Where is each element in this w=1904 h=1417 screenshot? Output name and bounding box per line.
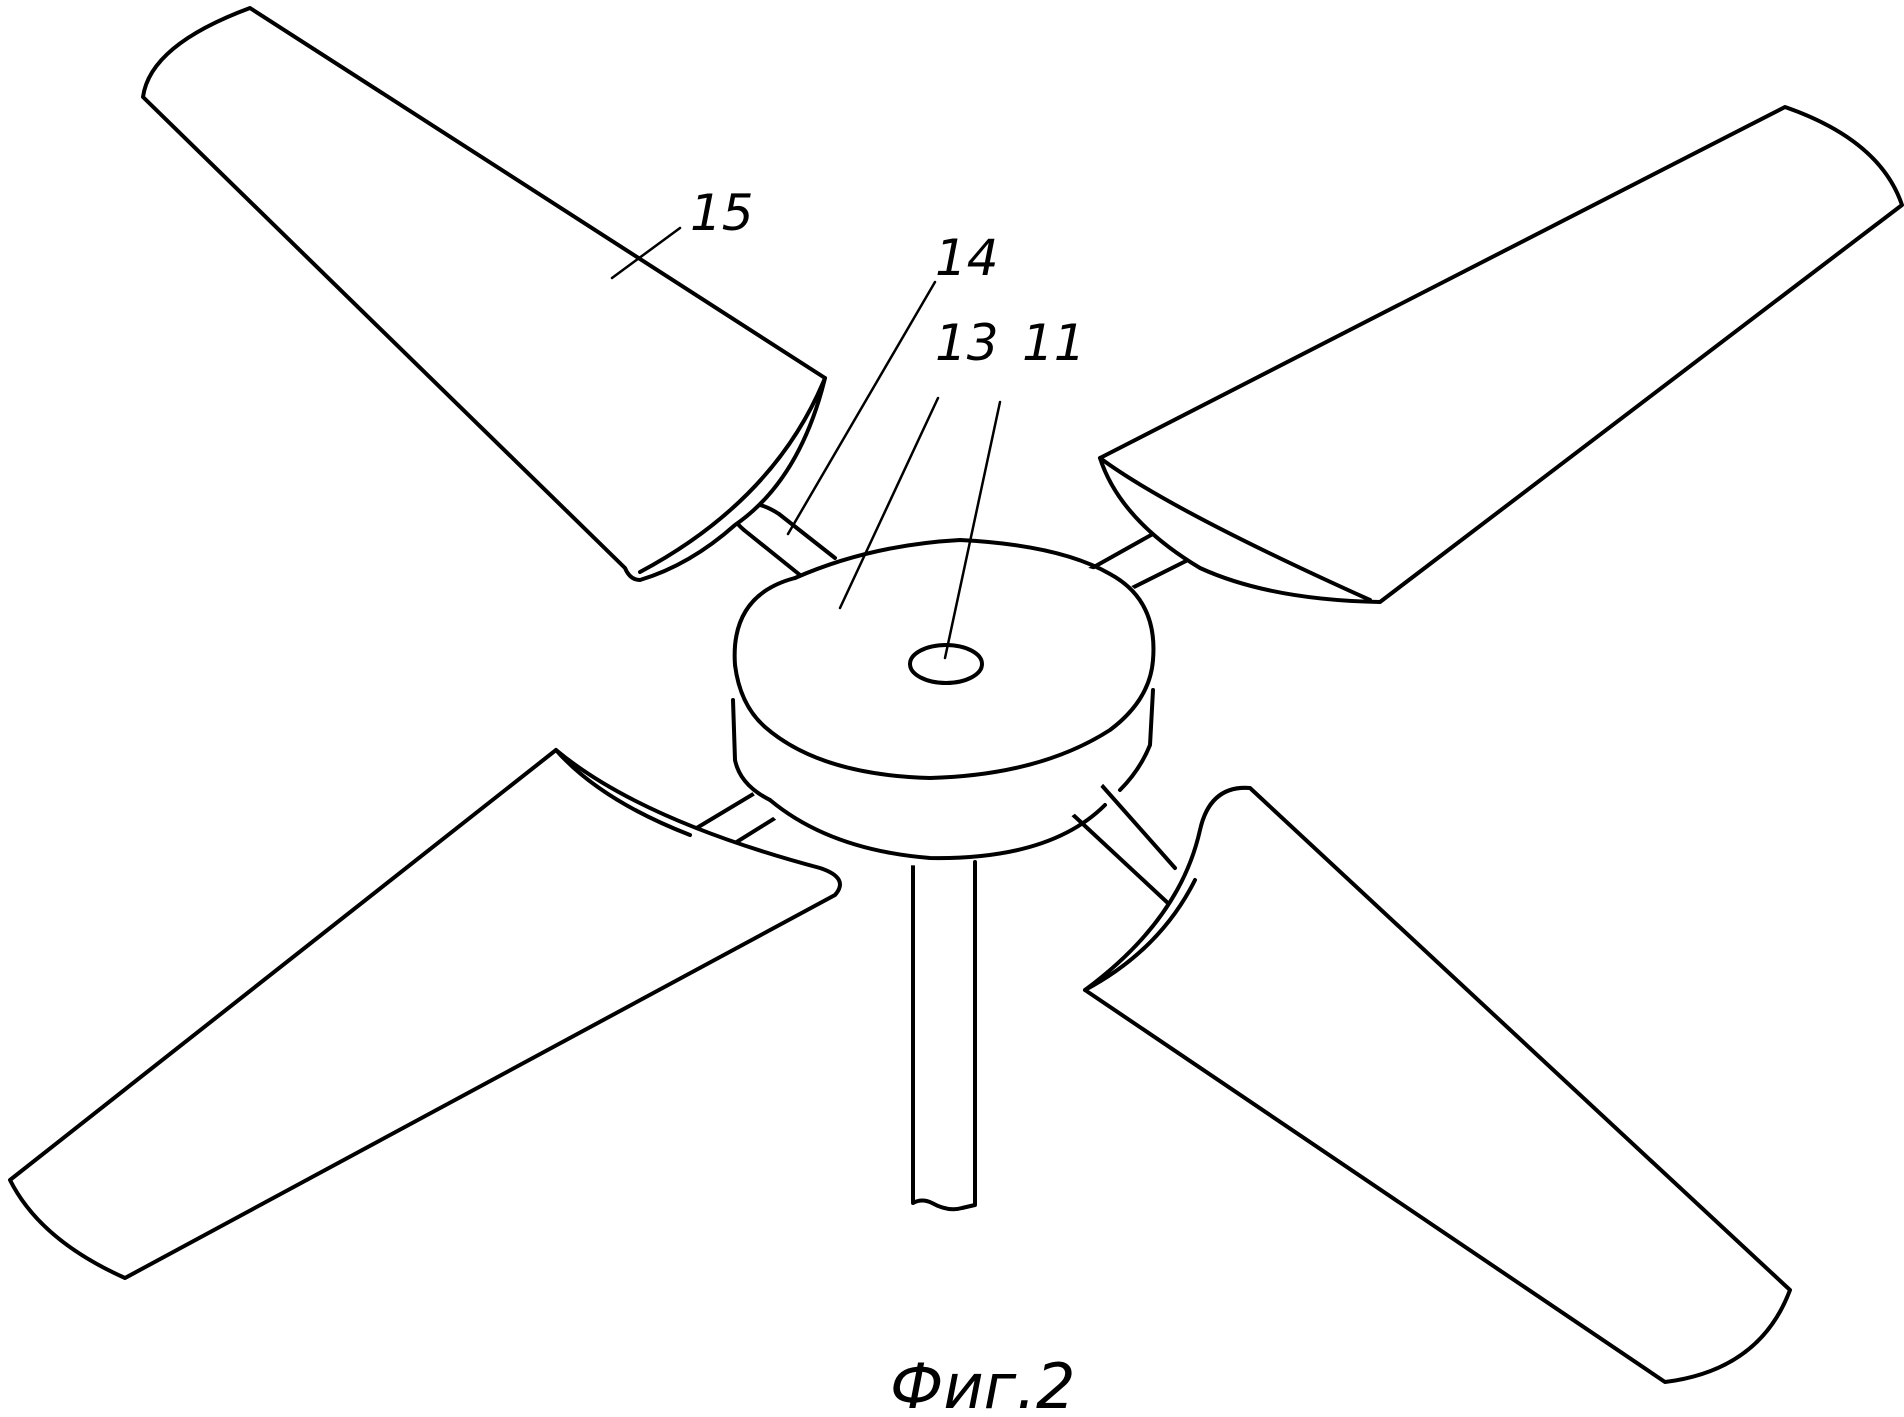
label-blade-15: 15 <box>690 184 754 242</box>
leader-lines <box>610 226 1002 660</box>
label-axis-11: 11 <box>1022 314 1086 372</box>
blade-top-right <box>1098 105 1904 604</box>
label-hub-13: 13 <box>935 314 999 372</box>
blades <box>8 6 1904 1384</box>
label-arm-14: 14 <box>935 229 999 287</box>
blade-bottom-right <box>1083 785 1792 1384</box>
figure-caption: Фиг.2 <box>890 1350 1075 1417</box>
leader-11 <box>943 400 1002 660</box>
axis-hole <box>908 643 984 685</box>
blade-top-left <box>141 6 827 582</box>
hub <box>731 538 1156 866</box>
leader-14 <box>786 280 937 536</box>
blade-bottom-left <box>8 748 842 1280</box>
leader-13 <box>838 396 940 610</box>
leader-15 <box>610 226 682 280</box>
shaft <box>911 860 977 1212</box>
